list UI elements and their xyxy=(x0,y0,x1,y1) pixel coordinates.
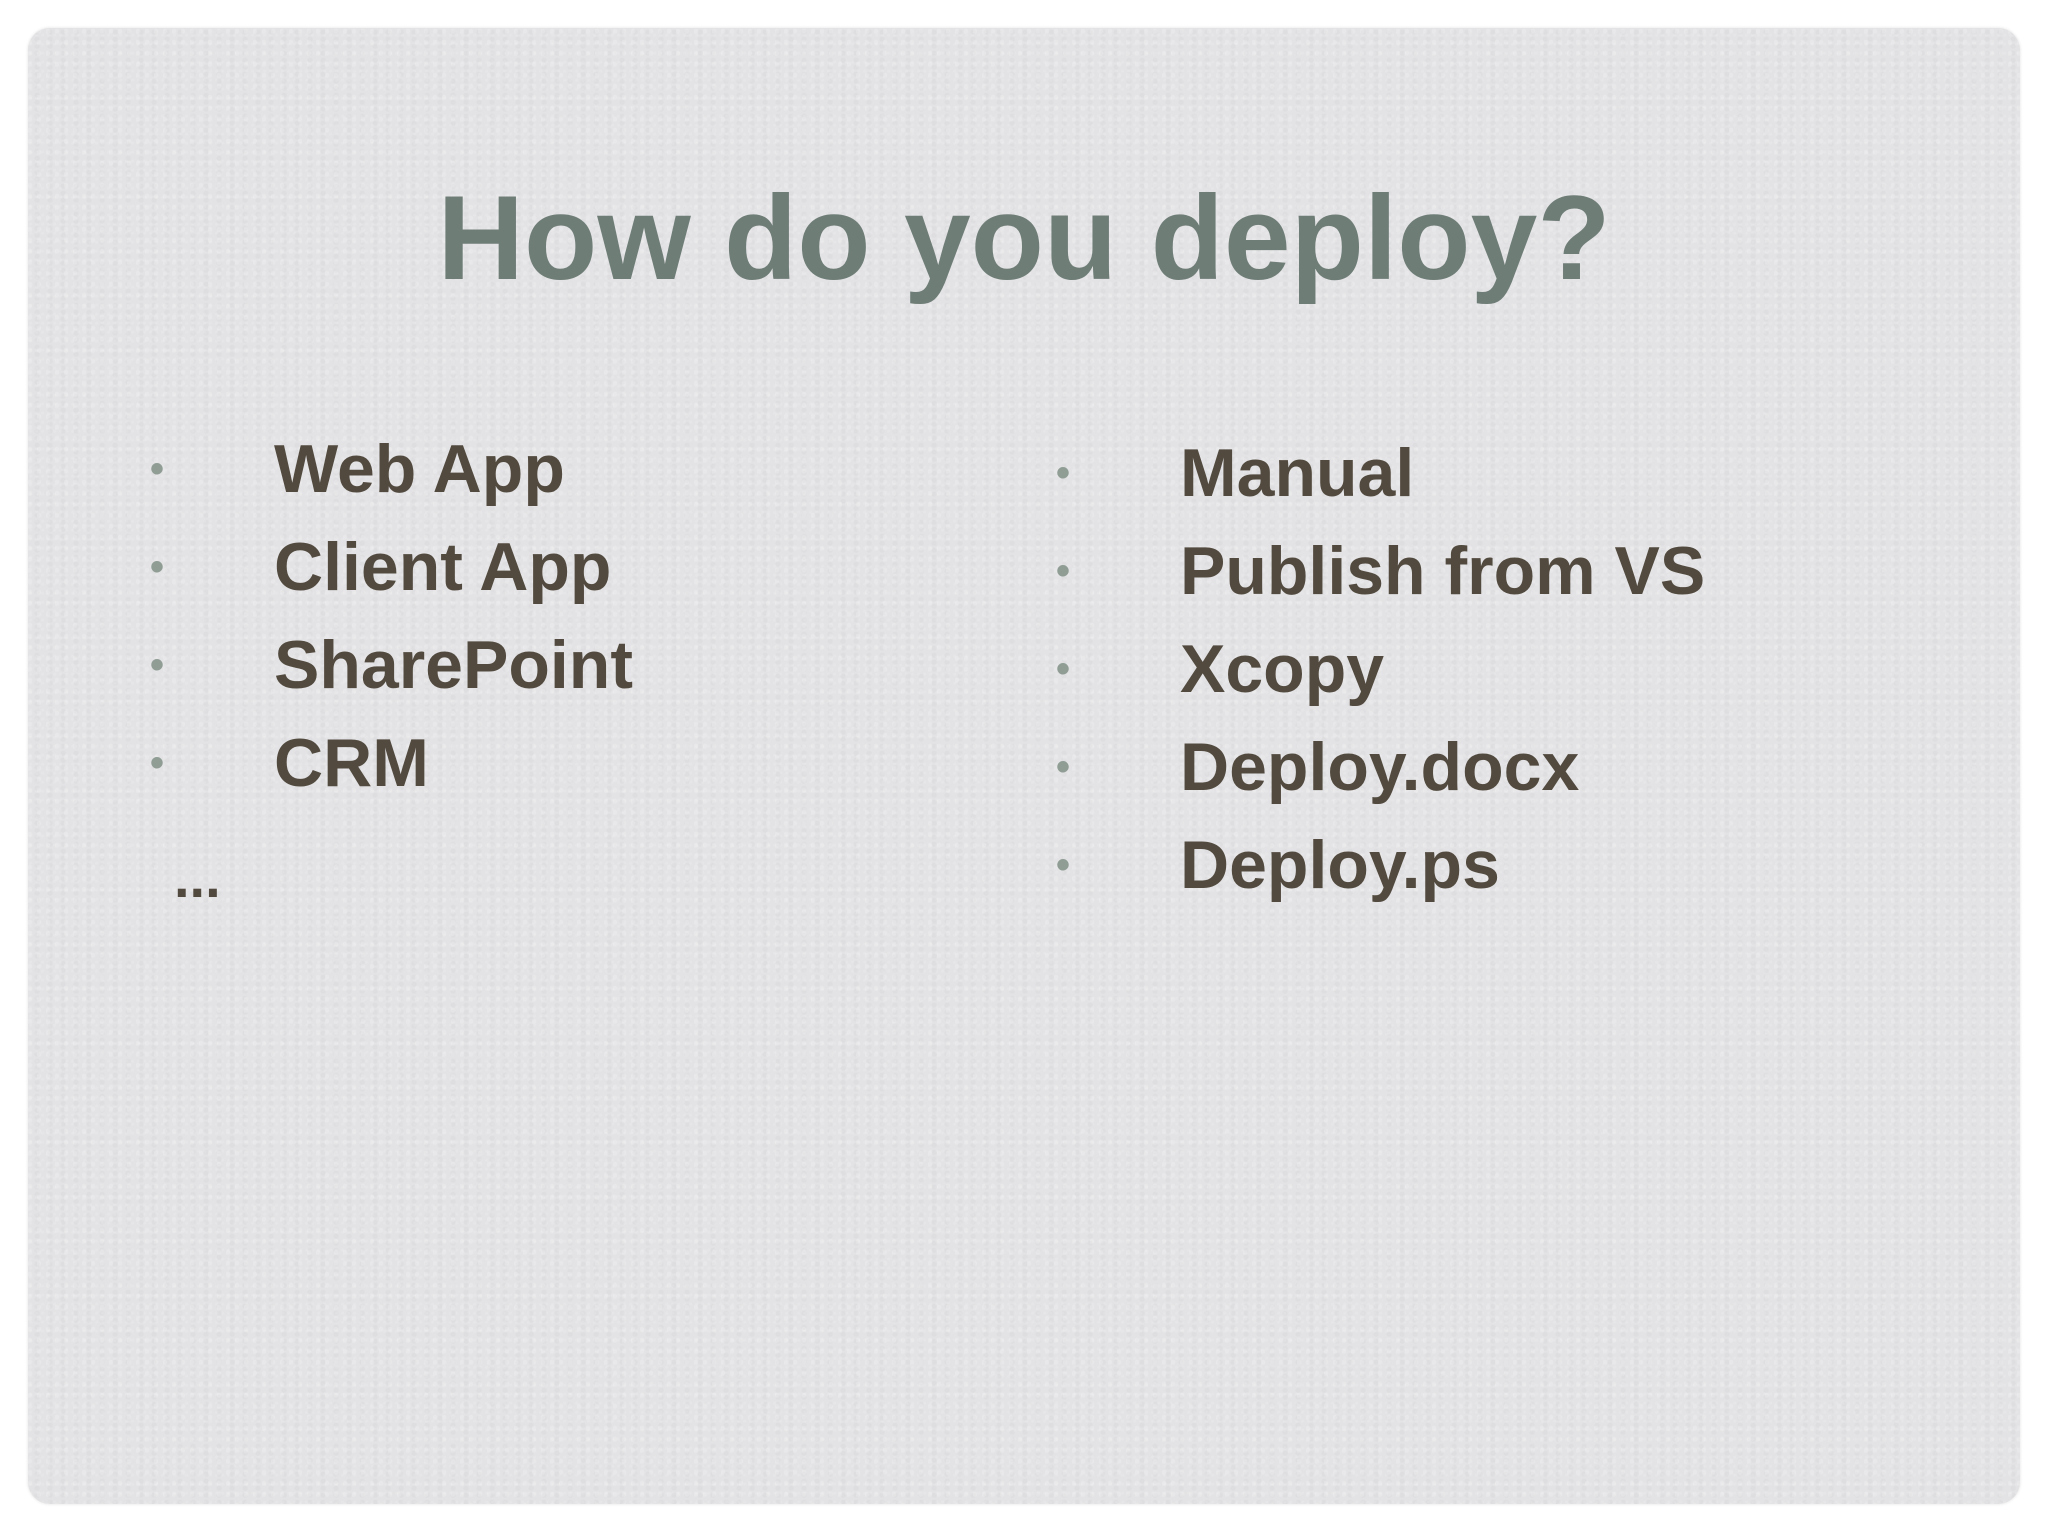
list-continuation: ... xyxy=(174,846,221,909)
bullet-icon: • xyxy=(150,741,165,785)
list-item: • Web App xyxy=(150,420,970,518)
target-list: • Web App • Client App • SharePoint • CR… xyxy=(150,420,970,812)
slide: How do you deploy? • Web App • Client Ap… xyxy=(28,28,2020,1504)
bullet-icon: • xyxy=(150,545,165,589)
bullet-icon: • xyxy=(1056,647,1071,691)
bullet-icon: • xyxy=(150,643,165,687)
list-item-label: Publish from VS xyxy=(1180,533,1706,609)
slide-title: How do you deploy? xyxy=(437,171,1611,305)
list-item-label: Deploy.ps xyxy=(1180,827,1500,903)
list-item-label: Web App xyxy=(274,431,565,507)
list-item-label: Deploy.docx xyxy=(1180,729,1580,805)
bullet-icon: • xyxy=(1056,745,1071,789)
bullet-icon: • xyxy=(1056,549,1071,593)
list-item: • Client App xyxy=(150,518,970,616)
list-item: • Publish from VS xyxy=(1056,522,1956,620)
list-item-label: SharePoint xyxy=(274,627,633,703)
bullet-icon: • xyxy=(1056,843,1071,887)
list-item: • Deploy.ps xyxy=(1056,816,1956,914)
list-item: • Xcopy xyxy=(1056,620,1956,718)
bullet-icon: • xyxy=(150,447,165,491)
list-item-label: CRM xyxy=(274,725,429,801)
list-item-label: Manual xyxy=(1180,435,1415,511)
list-item-label: Xcopy xyxy=(1180,631,1385,707)
list-item: • SharePoint xyxy=(150,616,970,714)
list-item: • Manual xyxy=(1056,424,1956,522)
method-list: • Manual • Publish from VS • Xcopy • Dep… xyxy=(1056,424,1956,914)
list-item: • Deploy.docx xyxy=(1056,718,1956,816)
list-item: • CRM xyxy=(150,714,970,812)
bullet-icon: • xyxy=(1056,451,1071,495)
list-item-label: Client App xyxy=(274,529,612,605)
